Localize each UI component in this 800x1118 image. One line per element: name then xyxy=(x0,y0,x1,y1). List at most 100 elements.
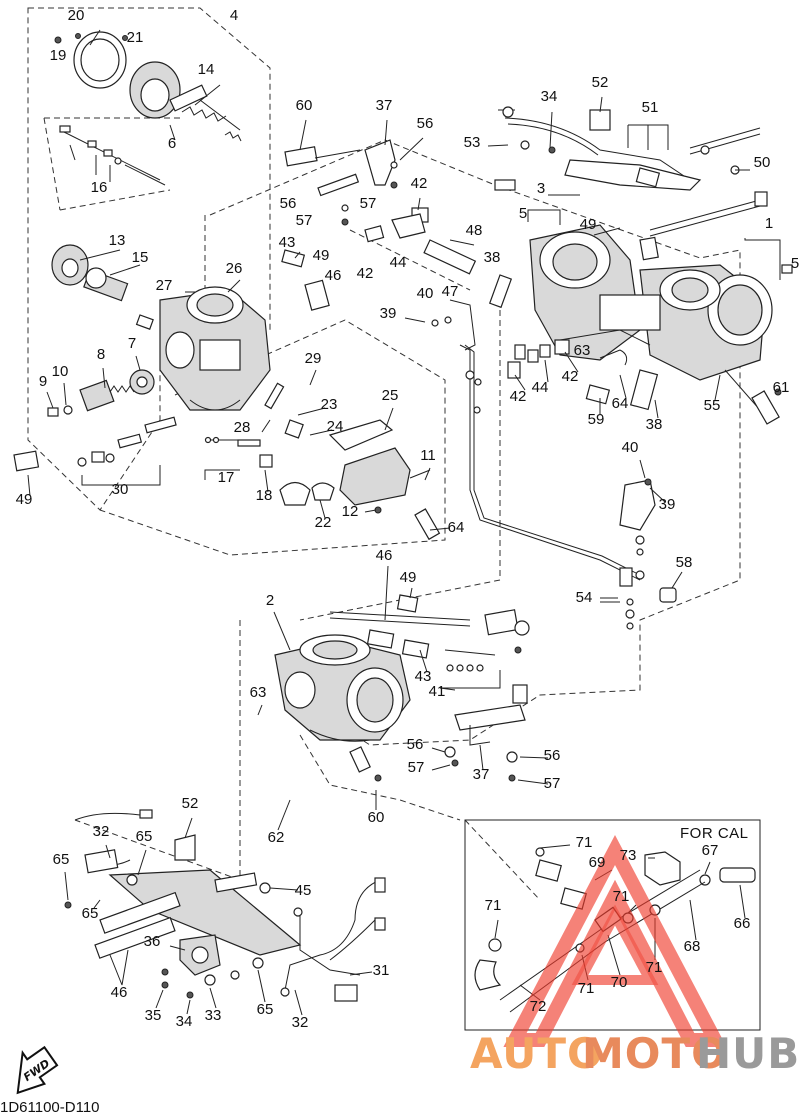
cal-box xyxy=(464,819,761,1031)
cal-note: FOR CAL xyxy=(680,825,749,842)
part-label-22: 22 xyxy=(315,514,332,531)
part-label-72: 72 xyxy=(530,998,547,1015)
leader-lines xyxy=(27,29,781,1016)
part-label-5: 5 xyxy=(791,255,799,272)
part-label-19: 19 xyxy=(50,47,67,64)
part-label-35: 35 xyxy=(145,1007,162,1024)
part-label-30: 30 xyxy=(112,481,129,498)
part-label-32: 32 xyxy=(93,823,110,840)
part-label-13: 13 xyxy=(109,232,126,249)
mid-right-hoses xyxy=(507,264,793,425)
part-label-15: 15 xyxy=(132,249,149,266)
part-label-40: 40 xyxy=(417,285,434,302)
part-label-48: 48 xyxy=(466,222,483,239)
part-label-25: 25 xyxy=(382,387,399,404)
part-label-70: 70 xyxy=(611,974,628,991)
mid-linkage-parts xyxy=(329,594,530,782)
watermark-text: AUTO MOTO HUB xyxy=(470,1029,800,1078)
part-label-57: 57 xyxy=(408,759,425,776)
part-label-27: 27 xyxy=(156,277,173,294)
carburetor-assembly-1 xyxy=(529,224,773,381)
part-label-10: 10 xyxy=(52,363,69,380)
carburetor-body-4 xyxy=(159,286,271,411)
part-label-63: 63 xyxy=(250,684,267,701)
part-label-61: 61 xyxy=(773,379,790,396)
part-label-43: 43 xyxy=(279,234,296,251)
part-label-65: 65 xyxy=(53,851,70,868)
watermark-moto: MOTO xyxy=(582,1029,728,1078)
part-label-42: 42 xyxy=(510,388,527,405)
part-label-50: 50 xyxy=(754,154,771,171)
part-label-71: 71 xyxy=(613,888,630,905)
watermark-auto: AUTO xyxy=(470,1029,604,1078)
part-label-37: 37 xyxy=(376,97,393,114)
part-label-51: 51 xyxy=(642,99,659,116)
part-label-18: 18 xyxy=(256,487,273,504)
hose-bracket-assembly xyxy=(64,809,302,999)
part-label-33: 33 xyxy=(205,1007,222,1024)
watermark-hub: HUB xyxy=(696,1029,800,1078)
part-label-59: 59 xyxy=(588,411,605,428)
part-label-36: 36 xyxy=(144,933,161,950)
part-label-45: 45 xyxy=(295,882,312,899)
part-label-17: 17 xyxy=(218,469,235,486)
wire-harness xyxy=(280,877,386,1002)
fwd-arrow-icon: FWD xyxy=(16,1045,59,1095)
part-label-65: 65 xyxy=(257,1001,274,1018)
part-label-65: 65 xyxy=(136,828,153,845)
linkage-rod xyxy=(459,344,677,630)
part-label-32: 32 xyxy=(292,1014,309,1031)
part-label-71: 71 xyxy=(646,959,663,976)
part-label-42: 42 xyxy=(357,265,374,282)
part-label-49: 49 xyxy=(313,247,330,264)
part-label-42: 42 xyxy=(562,368,579,385)
part-label-49: 49 xyxy=(580,216,597,233)
part-label-57: 57 xyxy=(296,212,313,229)
carburetor-body-2 xyxy=(274,634,411,782)
part-label-23: 23 xyxy=(321,396,338,413)
part-label-42: 42 xyxy=(411,175,428,192)
part-label-34: 34 xyxy=(541,88,558,105)
part-label-56: 56 xyxy=(417,115,434,132)
part-label-57: 57 xyxy=(360,195,377,212)
part-label-46: 46 xyxy=(111,984,128,1001)
part-label-1: 1 xyxy=(765,215,773,232)
fuel-tubes-upper xyxy=(281,139,513,351)
part-label-62: 62 xyxy=(268,829,285,846)
part-label-52: 52 xyxy=(592,74,609,91)
part-label-9: 9 xyxy=(39,373,47,390)
part-label-7: 7 xyxy=(128,335,136,352)
part-label-47: 47 xyxy=(442,283,459,300)
part-label-5: 5 xyxy=(519,205,527,222)
piston-diaphragm xyxy=(129,61,242,142)
part-label-64: 64 xyxy=(612,395,629,412)
part-label-21: 21 xyxy=(127,29,144,46)
part-label-38: 38 xyxy=(646,416,663,433)
part-label-4: 4 xyxy=(230,7,238,24)
part-label-56: 56 xyxy=(407,736,424,753)
needle-jet-parts xyxy=(59,125,166,186)
part-label-28: 28 xyxy=(234,419,251,436)
part-label-68: 68 xyxy=(684,938,701,955)
float-bowl-parts xyxy=(204,382,441,541)
part-label-24: 24 xyxy=(327,418,344,435)
part-label-20: 20 xyxy=(68,7,85,24)
part-label-64: 64 xyxy=(448,519,465,536)
part-label-49: 49 xyxy=(400,569,417,586)
group-outline-choke xyxy=(99,319,446,556)
part-label-3: 3 xyxy=(537,180,545,197)
choke-cover-parts xyxy=(51,244,154,330)
throttle-shaft-bracket xyxy=(494,106,768,237)
part-label-11: 11 xyxy=(420,447,436,464)
part-label-53: 53 xyxy=(464,134,481,151)
carb-top-cover xyxy=(54,31,128,89)
watermark-logo xyxy=(503,834,727,1047)
part-label-56: 56 xyxy=(280,195,297,212)
part-label-60: 60 xyxy=(296,97,313,114)
part-label-38: 38 xyxy=(484,249,501,266)
part-label-60: 60 xyxy=(368,809,385,826)
part-label-73: 73 xyxy=(620,847,637,864)
part-label-49: 49 xyxy=(16,491,33,508)
part-label-67: 67 xyxy=(702,842,719,859)
